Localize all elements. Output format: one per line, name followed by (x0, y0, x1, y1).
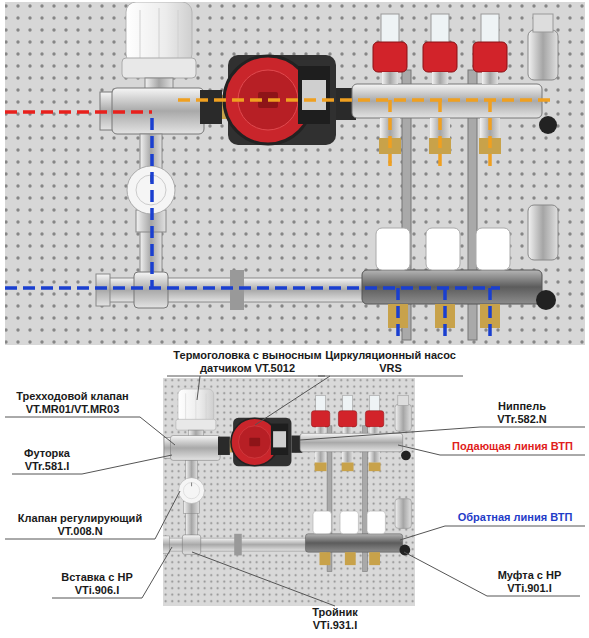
callout-label: Муфта с НР VTi.901.I (487, 569, 572, 595)
callout-label: Футорка VTr.581.I (12, 447, 82, 473)
leader-line (5, 417, 175, 445)
callout-label: Обратная линия ВТП (445, 511, 585, 524)
callout-label: Подающая линия ВТП (440, 440, 585, 453)
leader-line (5, 376, 585, 606)
leader-line (404, 552, 580, 596)
leader-line (255, 376, 463, 425)
flow-line (5, 110, 152, 114)
leader-line (300, 427, 585, 440)
callout-label: Вставка с НР VTi.906.I (52, 571, 142, 597)
leader-line (400, 526, 585, 540)
callout-label: Термоголовка с выносным датчиком VT.5012 (165, 349, 330, 375)
top-photo (5, 2, 585, 345)
top-photo (5, 2, 585, 345)
bottom-photo (163, 389, 411, 572)
callout-label: Ниппель VTr.582.N (482, 400, 562, 426)
callout-label: Тройник VTi.931.I (300, 606, 370, 632)
flow-line (5, 118, 500, 342)
flow-line (178, 100, 552, 168)
leader-line (192, 552, 335, 606)
leader-line (5, 491, 180, 539)
bottom-photo (163, 378, 415, 606)
flow-line (5, 100, 552, 342)
leader-line (52, 547, 172, 598)
callout-label: Клапан регулирующий VT.008.N (5, 512, 155, 538)
leader-line (167, 376, 325, 400)
callout-label: Трехходовой клапан VT.MR01/VT.MR03 (5, 390, 140, 416)
callout-label: Циркуляционный насос VRS (318, 349, 463, 375)
